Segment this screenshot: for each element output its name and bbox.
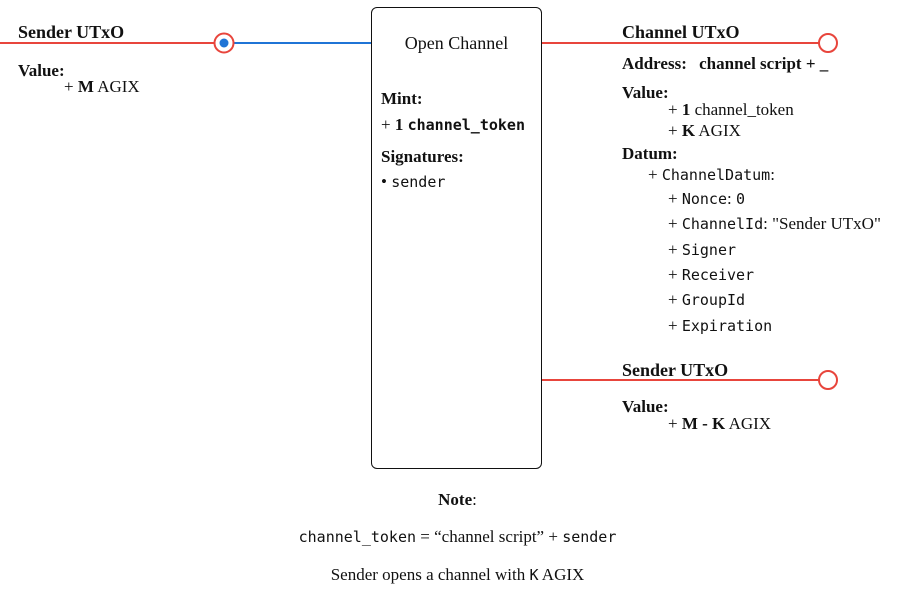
datum-field-prefix: + <box>668 265 678 284</box>
note-eq-quoted: “channel script” <box>434 527 545 546</box>
note-equation: channel_token = “channel script” + sende… <box>0 527 915 547</box>
mint-prefix: + <box>381 115 391 134</box>
input-port-dot <box>219 38 229 48</box>
datum-field-value: "Sender UTxO" <box>772 214 881 233</box>
signatures-label: Signatures: <box>381 147 464 166</box>
mint-amount: 1 <box>394 115 404 134</box>
datum-field-name: Receiver <box>681 266 755 284</box>
datum-field-sep: : <box>763 214 768 233</box>
channel-value-amount: 1 <box>681 100 691 119</box>
sender-utxo-title: Sender UTxO <box>622 360 729 380</box>
datum-field-prefix: + <box>668 240 678 259</box>
datum-field-name: ChannelId <box>681 215 764 233</box>
datum-field-prefix: + <box>668 214 678 233</box>
channel-output-port <box>818 33 838 53</box>
signature-value: sender <box>391 173 446 191</box>
mint-token: channel_token <box>407 116 525 134</box>
datum-type-prefix: + <box>648 165 658 184</box>
datum-field-value: 0 <box>735 190 746 208</box>
channel-value-line-2: + K AGIX <box>668 121 741 141</box>
datum-field: + Receiver <box>668 265 754 285</box>
channel-address-value: channel script + _ <box>699 54 829 73</box>
channel-value-prefix: + <box>668 100 678 119</box>
signature-bullet: • <box>381 172 387 191</box>
datum-field: + GroupId <box>668 290 745 310</box>
datum-field-prefix: + <box>668 290 678 309</box>
input-value-amount: M <box>77 77 94 96</box>
datum-field-prefix: + <box>668 316 678 335</box>
channel-value-unit: channel_token <box>694 100 794 119</box>
sender-value-prefix: + <box>668 414 678 433</box>
input-value-line: + M AGIX <box>64 77 140 97</box>
sender-value-label: Value: <box>622 397 669 416</box>
channel-value-amount: K <box>681 121 696 140</box>
note-colon: : <box>472 490 477 509</box>
signature-line: • sender <box>381 172 445 192</box>
datum-field: + Signer <box>668 240 736 260</box>
datum-field-prefix: + <box>668 189 678 208</box>
note-eq-token: channel_token <box>298 528 417 546</box>
transaction-box <box>371 7 542 469</box>
note-description: Sender opens a channel with K AGIX <box>0 565 915 585</box>
datum-type: ChannelDatum <box>661 166 771 184</box>
datum-field-name: GroupId <box>681 291 746 309</box>
note-heading: Note: <box>0 490 915 510</box>
channel-utxo-title: Channel UTxO <box>622 22 740 42</box>
note-eq-sender: sender <box>562 528 617 546</box>
input-utxo-title: Sender UTxO <box>18 22 125 42</box>
sender-value-unit: AGIX <box>728 414 772 433</box>
sender-output-port <box>818 370 838 390</box>
note-desc-before: Sender opens a channel with <box>330 565 526 584</box>
mint-line: + 1 channel_token <box>381 115 525 135</box>
datum-field: + ChannelId: "Sender UTxO" <box>668 214 881 234</box>
transaction-name: Open Channel <box>404 33 509 53</box>
note-eq-sign: = <box>420 527 430 546</box>
datum-type-suffix: : <box>770 165 775 184</box>
channel-datum-label: Datum: <box>622 144 678 163</box>
input-value-prefix: + <box>64 77 74 96</box>
channel-value-label: Value: <box>622 83 669 102</box>
mint-label: Mint: <box>381 89 423 108</box>
sender-value-line: + M - K AGIX <box>668 414 771 434</box>
channel-value-unit: AGIX <box>698 121 741 140</box>
datum-field-name: Signer <box>681 241 737 259</box>
channel-address-line: Address: channel script + _ <box>622 54 828 74</box>
sender-value-amount: M - K <box>681 414 726 433</box>
note-eq-plus: + <box>548 527 558 546</box>
input-value-unit: AGIX <box>97 77 140 96</box>
note-desc-amount: K <box>529 566 539 584</box>
datum-field-sep: : <box>727 189 732 208</box>
datum-field-name: Expiration <box>681 317 773 335</box>
input-value-label: Value: <box>18 61 65 80</box>
note-desc-after: AGIX <box>541 565 585 584</box>
channel-value-line-1: + 1 channel_token <box>668 100 794 120</box>
note-title: Note <box>438 490 473 509</box>
datum-field-name: Nonce <box>681 190 727 208</box>
datum-field: + Nonce: 0 <box>668 189 745 209</box>
datum-field: + Expiration <box>668 316 772 336</box>
datum-type-line: + ChannelDatum: <box>648 165 775 185</box>
channel-value-prefix: + <box>668 121 678 140</box>
channel-address-label: Address: <box>622 54 687 73</box>
